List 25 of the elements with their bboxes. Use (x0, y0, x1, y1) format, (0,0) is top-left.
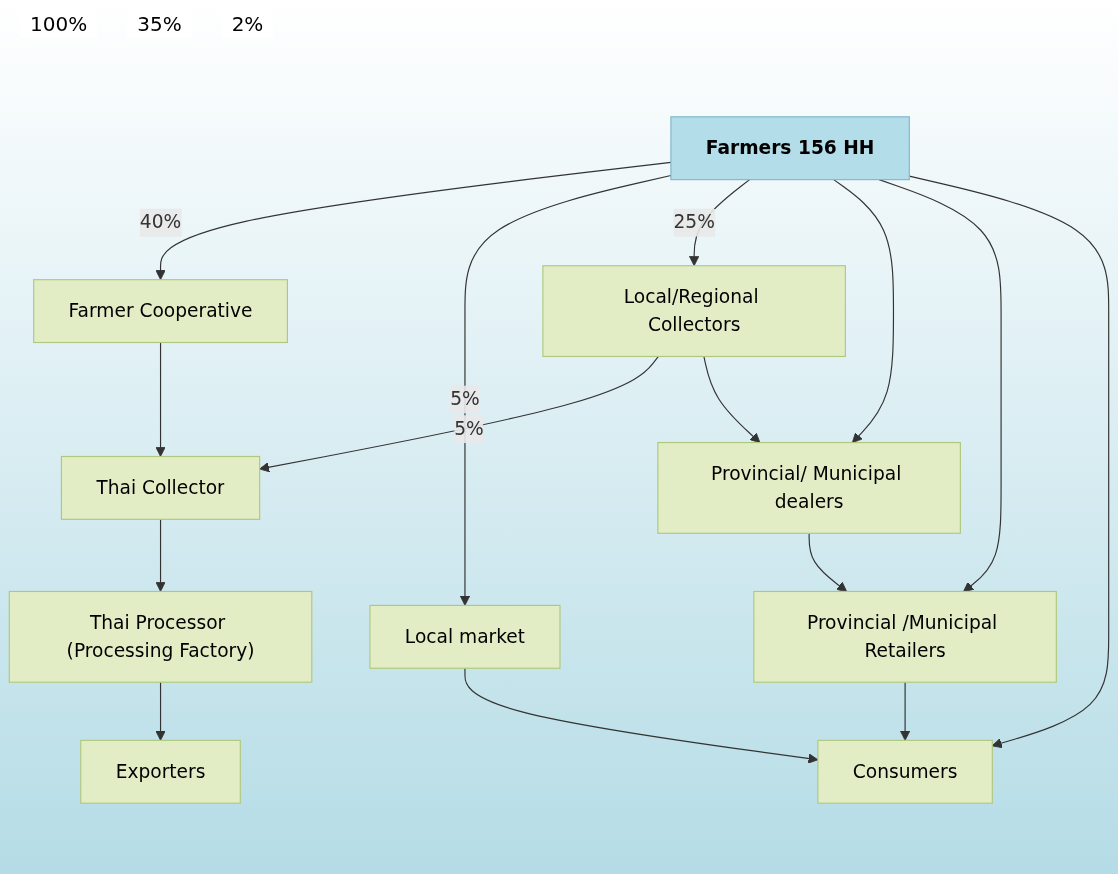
arrow (833, 179, 895, 443)
node-box: Provincial/ Municipal dealers (657, 441, 961, 534)
arrow (878, 179, 1002, 592)
arrow (703, 355, 761, 443)
node-box: Local/Regional Collectors (542, 265, 846, 358)
node-box: Farmers 156 HH (670, 116, 910, 181)
arrow (900, 681, 911, 741)
node-box: Exporters (80, 739, 241, 804)
node-box: Consumers (817, 739, 993, 804)
edge-label: 40% (139, 211, 182, 234)
edge-label: 25% (673, 211, 715, 234)
edge-label: 5% (454, 417, 484, 440)
edge-label: 5% (450, 387, 480, 410)
node-box: Thai Processor (Processing Factory) (8, 590, 313, 683)
arrow (155, 681, 166, 741)
arrow (808, 532, 848, 592)
arrow (259, 355, 659, 473)
arrow (908, 175, 1110, 749)
node-box: Thai Collector (60, 455, 261, 520)
arrow (155, 341, 166, 457)
node-box: Provincial /Municipal Retailers (753, 590, 1057, 683)
node-box: Farmer Cooperative (33, 279, 288, 344)
node-box: Local market (369, 604, 561, 669)
arrow (459, 174, 672, 606)
arrow (155, 518, 166, 592)
